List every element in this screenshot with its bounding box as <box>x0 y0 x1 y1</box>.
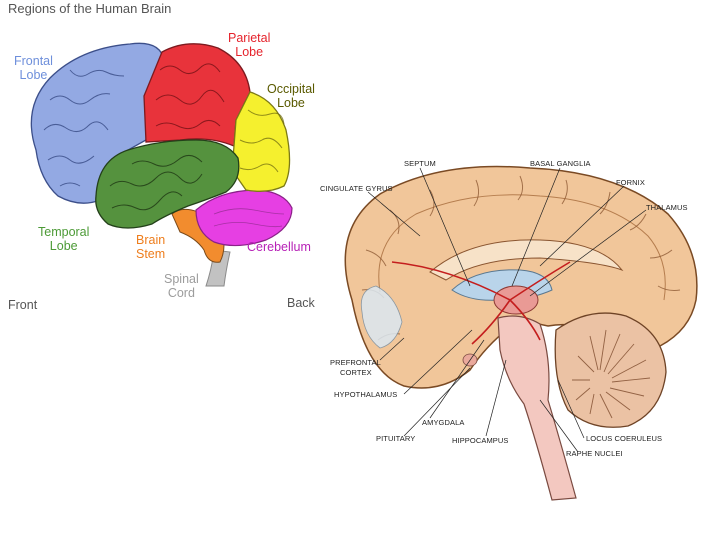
spinal-cord-region <box>205 249 231 287</box>
temporal-lobe-label-line2: Lobe <box>49 239 78 253</box>
raphe-nuclei-label: RAPHE NUCLEI <box>566 449 623 458</box>
corpus-callosum <box>429 239 624 281</box>
cerebellum-label: Cerebellum <box>247 240 311 254</box>
parietal-lobe-label: Parietal Lobe <box>228 31 270 59</box>
prefrontal-cortex-label-line1: PREFRONTAL <box>330 358 381 367</box>
thalamus-label: THALAMUS <box>646 203 688 212</box>
brainstem-sagittal <box>497 315 577 501</box>
diagram-title: Regions of the Human Brain <box>8 1 172 16</box>
pituitary-label: PITUITARY <box>376 434 416 443</box>
spinal-cord-label-line2: Cord <box>167 286 195 300</box>
hippocampus-label: HIPPOCAMPUS <box>452 436 509 445</box>
spinal-cord-label-line1: Spinal <box>164 272 199 286</box>
parietal-lobe-label-line2: Lobe <box>235 45 264 59</box>
brain-stem-label: Brain Stem <box>136 233 165 261</box>
occipital-lobe-label-line2: Lobe <box>277 96 305 110</box>
frontal-lobe-label-line1: Frontal <box>14 54 53 68</box>
cerebellum-sagittal <box>554 312 667 428</box>
temporal-lobe-label: Temporal Lobe <box>38 225 89 253</box>
septum-label: SEPTUM <box>404 159 436 168</box>
frontal-lobe-label: Frontal Lobe <box>14 54 53 82</box>
parietal-lobe-label-line1: Parietal <box>228 31 271 45</box>
front-label: Front <box>8 298 38 312</box>
thalamus-region <box>493 285 539 315</box>
cingulate-gyrus-label: CINGULATE GYRUS <box>320 184 393 193</box>
brain-stem-label-line1: Brain <box>136 233 166 247</box>
fornix-label: FORNIX <box>616 178 645 187</box>
basal-ganglia-label: BASAL GANGLIA <box>530 159 591 168</box>
parietal-lobe-region <box>143 43 251 147</box>
prefrontal-cortex-label-line2: CORTEX <box>340 368 372 377</box>
hypothalamus-label: HYPOTHALAMUS <box>334 390 398 399</box>
amygdala-label: AMYGDALA <box>422 418 465 427</box>
back-label: Back <box>287 296 315 310</box>
frontal-lobe-label-line2: Lobe <box>19 68 48 82</box>
prefrontal-cortex-region <box>360 285 403 349</box>
occipital-lobe-label: Occipital Lobe <box>267 82 315 110</box>
spinal-cord-label: Spinal Cord <box>164 272 199 300</box>
occipital-lobe-region <box>231 91 291 192</box>
occipital-lobe-label-line1: Occipital <box>267 82 315 96</box>
temporal-lobe-label-line1: Temporal <box>38 225 90 239</box>
locus-coeruleus-label: LOCUS COERULEUS <box>586 434 663 443</box>
prefrontal-cortex-label: PREFRONTAL CORTEX <box>330 358 381 378</box>
brain-stem-label-line2: Stem <box>136 247 166 261</box>
